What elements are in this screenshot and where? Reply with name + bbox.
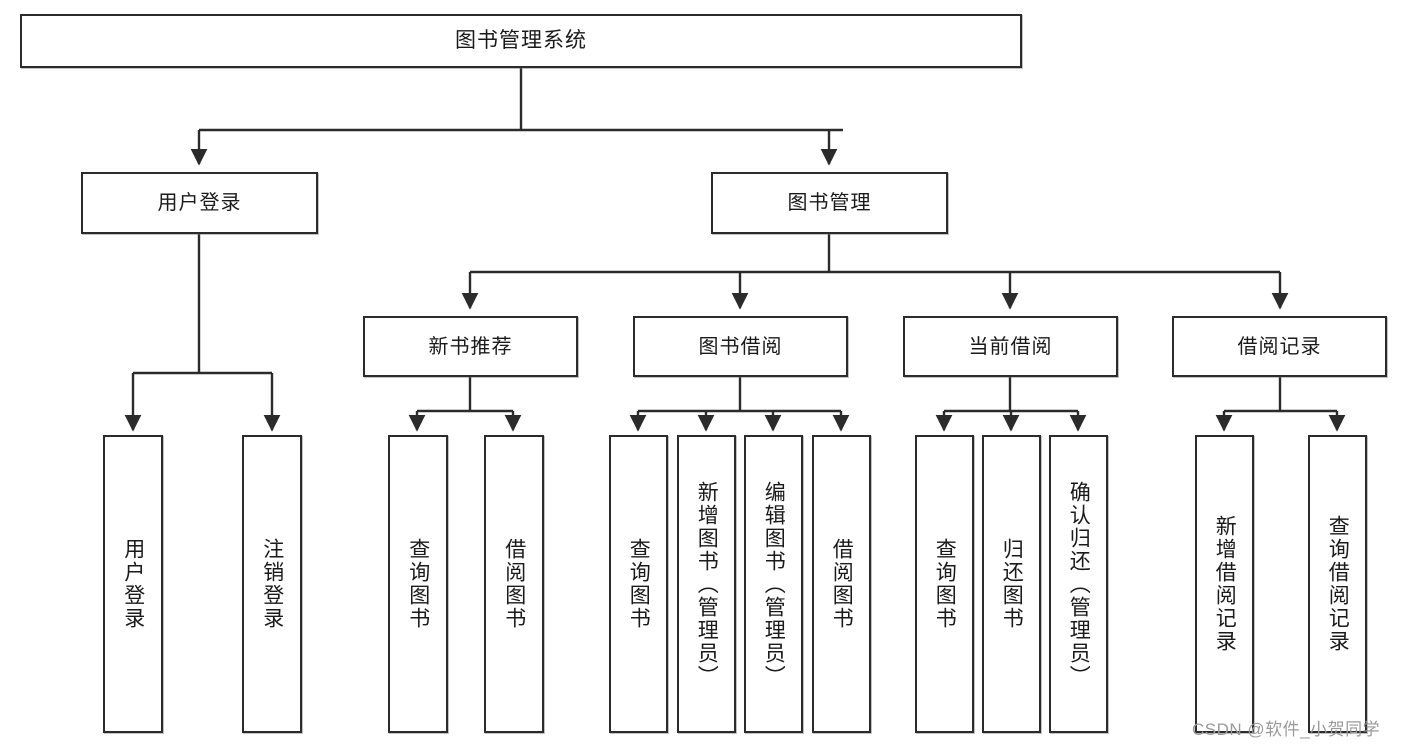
node-label: 注销登录: [260, 538, 284, 630]
node-label: 归还图书: [1000, 538, 1024, 630]
node-label: 新书推荐: [428, 335, 513, 358]
node-user-login[interactable]: 用户登录: [81, 172, 318, 234]
node-label: 查询图书: [406, 538, 430, 630]
node-label: 确认归还（管理员）: [1067, 480, 1091, 688]
leaf-current-return-book[interactable]: 归还图书: [982, 435, 1041, 733]
leaf-borrow-query-book[interactable]: 查询图书: [609, 435, 668, 733]
leaf-new-book-query[interactable]: 查询图书: [388, 435, 448, 733]
node-label: 新增借阅记录: [1213, 515, 1237, 653]
leaf-new-book-borrow[interactable]: 借阅图书: [484, 435, 544, 733]
node-label: 图书管理: [787, 192, 872, 214]
leaf-record-add-record[interactable]: 新增借阅记录: [1195, 435, 1254, 733]
leaf-borrow-borrow-book[interactable]: 借阅图书: [812, 435, 871, 733]
leaf-user-login-login[interactable]: 用户登录: [103, 435, 163, 733]
node-book-manage[interactable]: 图书管理: [711, 172, 948, 234]
node-label: 新增图书（管理员）: [695, 480, 719, 688]
node-label: 图书管理系统: [455, 29, 587, 53]
node-root-system[interactable]: 图书管理系统: [20, 14, 1022, 68]
node-borrow-record[interactable]: 借阅记录: [1172, 316, 1387, 377]
node-label: 借阅图书: [830, 538, 854, 630]
node-current-borrow[interactable]: 当前借阅: [903, 316, 1118, 377]
node-label: 图书借阅: [698, 335, 783, 358]
node-label: 借阅记录: [1237, 335, 1322, 358]
node-label: 查询借阅记录: [1326, 515, 1350, 653]
node-label: 借阅图书: [502, 538, 526, 630]
node-label: 用户登录: [121, 538, 145, 630]
leaf-current-confirm-return-admin[interactable]: 确认归还（管理员）: [1049, 435, 1108, 733]
node-label: 编辑图书（管理员）: [762, 480, 786, 688]
leaf-record-query-record[interactable]: 查询借阅记录: [1308, 435, 1367, 733]
node-book-borrow[interactable]: 图书借阅: [633, 316, 848, 377]
node-label: 当前借阅: [968, 335, 1053, 358]
node-label: 查询图书: [627, 538, 651, 630]
leaf-user-login-logout[interactable]: 注销登录: [242, 435, 302, 733]
node-label: 用户登录: [157, 192, 242, 214]
leaf-borrow-edit-book-admin[interactable]: 编辑图书（管理员）: [744, 435, 803, 733]
csdn-watermark: CSDN @软件_小贺同学: [1192, 720, 1381, 739]
node-new-book-recommend[interactable]: 新书推荐: [363, 316, 578, 377]
leaf-borrow-add-book-admin[interactable]: 新增图书（管理员）: [677, 435, 736, 733]
leaf-current-query-book[interactable]: 查询图书: [915, 435, 974, 733]
node-label: 查询图书: [933, 538, 957, 630]
